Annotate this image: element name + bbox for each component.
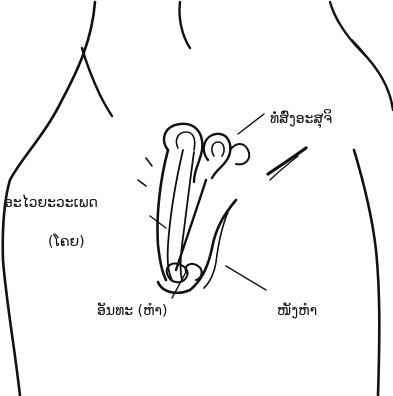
scrotum-inner xyxy=(204,212,228,288)
leader-scrotum xyxy=(226,266,266,290)
label-scrotum: ໜັງຫຳ xyxy=(277,304,317,319)
seminal-vesicle-blob xyxy=(230,144,249,164)
label-penis-line1: ອະໄວຍະວະເພດ xyxy=(4,196,98,211)
stroke-mark-1 xyxy=(146,158,152,166)
stroke-mark-2 xyxy=(138,180,146,186)
label-penis-line2: (ໂຄຍ) xyxy=(48,235,85,250)
label-testicle: ອັນທະ (ຫຳ) xyxy=(97,304,168,319)
right-groin-crease xyxy=(268,148,306,174)
seminal-vesicle-loop xyxy=(204,134,231,178)
abdomen-line xyxy=(179,2,190,48)
right-thigh-outline xyxy=(354,150,379,396)
seminal-vesicle-inner xyxy=(212,142,224,156)
urethra-tube-inner xyxy=(181,152,195,280)
vas-deferens-loop-inner xyxy=(176,132,194,150)
label-urethra: ທໍ່ສົ່ງອະສຸຈິ xyxy=(270,112,332,127)
leader-urethra xyxy=(238,114,264,134)
right-hip-outline xyxy=(330,2,393,110)
left-groin-crease xyxy=(82,48,112,116)
penis-shaft-left xyxy=(157,150,168,280)
